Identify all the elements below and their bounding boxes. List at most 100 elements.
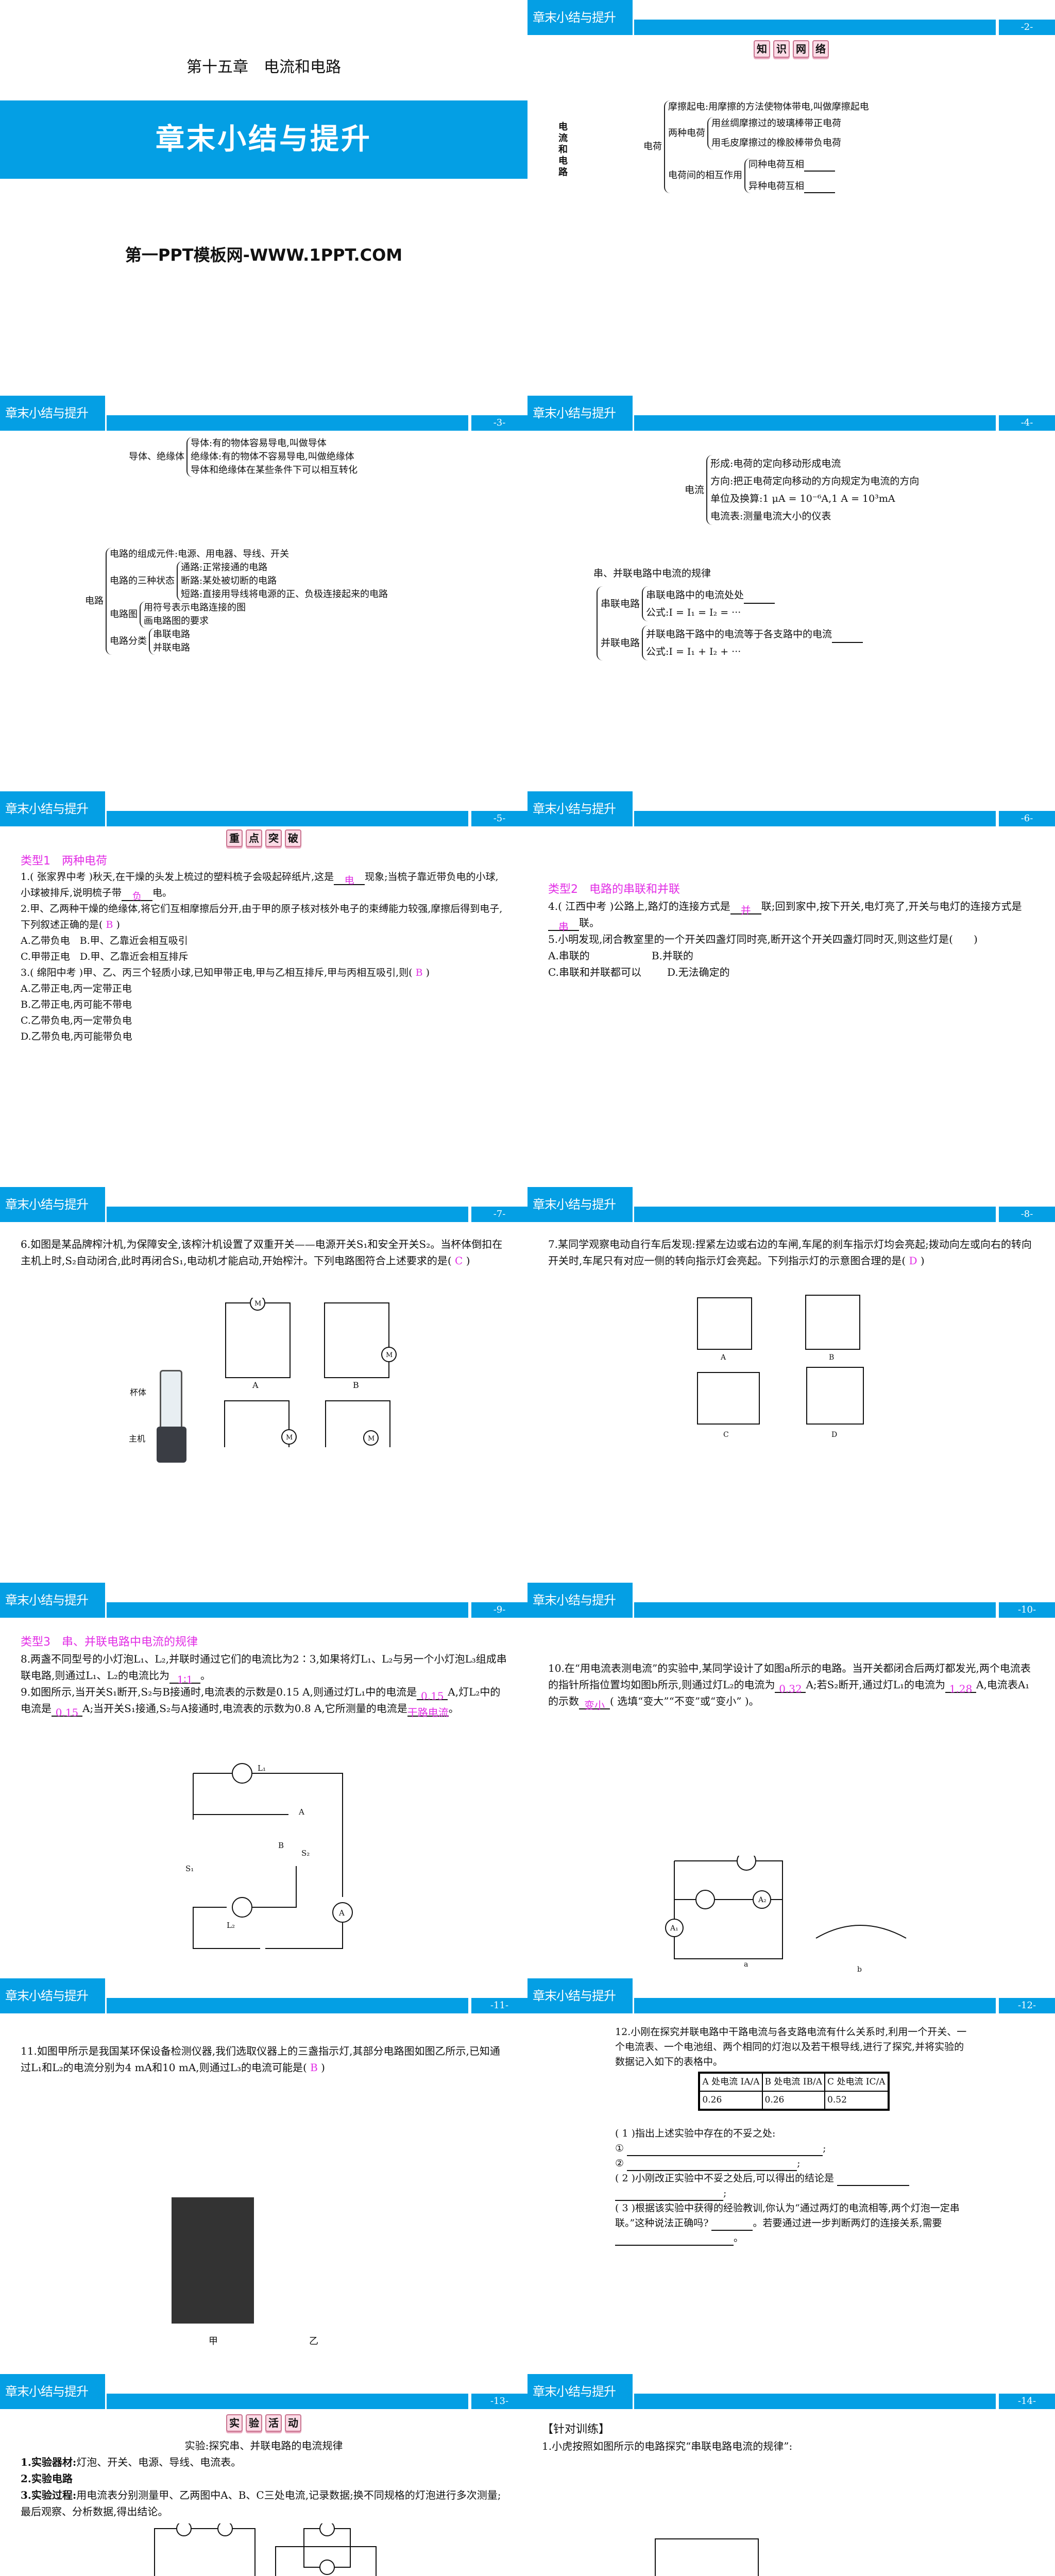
- option[interactable]: D.甲、乙靠近会相互排斥: [79, 951, 189, 962]
- tree-item: 通路:正常接通的电路: [181, 562, 268, 573]
- answer-blank[interactable]: 电: [334, 873, 365, 886]
- option[interactable]: C.串联和并联都可以: [548, 966, 641, 978]
- answer-blank[interactable]: 负: [122, 889, 153, 902]
- slide-4-current-tree[interactable]: 章末小结与提升 -4- 电流 形成:电荷的定向移动形成电流 方向:把正电荷定向移…: [528, 396, 1055, 791]
- question-text: A,电流表A₁的示数: [548, 1679, 1030, 1707]
- answer-blank[interactable]: [804, 181, 835, 193]
- answer-blank[interactable]: [627, 2144, 823, 2156]
- option[interactable]: A.乙带负电: [21, 935, 70, 946]
- slide-10-ammeter[interactable]: 章末小结与提升 -10- 10.在“用电流表测电流”的实验中,某同学设计了如图a…: [528, 1583, 1055, 1978]
- category-heading: 类型3 串、并联电路中电流的规律: [21, 1636, 198, 1649]
- page-number: -2-: [999, 20, 1055, 35]
- option[interactable]: B.乙带正电,丙可能不带电: [21, 999, 132, 1010]
- badge-char: 知: [754, 40, 770, 58]
- header-title: 章末小结与提升: [0, 1583, 105, 1618]
- tree-item: 画电路图的要求: [144, 616, 209, 626]
- answer-blank[interactable]: [615, 2233, 734, 2246]
- table-cell: 0.52: [824, 2091, 889, 2110]
- question-text: 12.小刚在探究并联电路中干路电流与各支路电流有什么关系时,利用一个开关、一个电…: [615, 2026, 967, 2067]
- header-bar: [634, 2394, 996, 2409]
- question-text: 现象;当梳子靠近带负电的小球,小球被排斥,说明梳子带: [21, 871, 499, 899]
- figure-label: 甲: [209, 2336, 218, 2347]
- page-number: -11-: [471, 1998, 528, 2013]
- answer-blank[interactable]: [804, 159, 835, 172]
- question-block: 【针对训练】 1.小虎按照如图所示的电路探究“串联电路电流的规律”:: [542, 2421, 1034, 2454]
- question-block: 7.某同学观察电动自行车后发现:捏紧左边或右边的车闸,车尾的刹车指示灯均会亮起;…: [548, 1238, 1032, 1267]
- option[interactable]: D.乙带负电,丙可能带负电: [21, 1031, 132, 1042]
- svg-text:A: A: [720, 1353, 726, 1362]
- slide-3-circuit-tree[interactable]: 章末小结与提升 -3- 导体、绝缘体 导体:有的物体容易导电,叫做导体 绝缘体:…: [0, 396, 528, 791]
- table-header: A 处电流 IA/A: [699, 2072, 763, 2092]
- svg-text:M: M: [368, 1435, 375, 1443]
- slide-13-experiment[interactable]: 章末小结与提升 -13- 实 验 活 动 实验:探究串、并联电路的电流规律 1.…: [0, 2374, 528, 2576]
- answer: C: [455, 1255, 463, 1267]
- slide-12-parallel-experiment[interactable]: 章末小结与提升 -12- 12.小刚在探究并联电路中干路电流与各支路电流有什么关…: [528, 1978, 1055, 2374]
- answer-blank[interactable]: 0.32: [775, 1681, 806, 1695]
- badge-char: 点: [246, 829, 262, 847]
- punctuation: 。: [734, 2232, 744, 2244]
- page-number: -9-: [471, 1602, 528, 1618]
- question-block: 6.如图是某品牌榨汁机,为保障安全,该榨汁机设置了双重开关——电源开关S₁和安全…: [21, 1238, 503, 1267]
- option[interactable]: D.无法确定的: [667, 966, 730, 978]
- slide-9-current-rules[interactable]: 章末小结与提升 -9- 类型3 串、并联电路中电流的规律 8.两盏不同型号的小灯…: [0, 1583, 528, 1978]
- slide-5-key-points[interactable]: 章末小结与提升 -5- 重 点 突 破 类型1 两种电荷 1.( 张家界中考 )…: [0, 791, 528, 1187]
- tree-root: 电路: [85, 596, 104, 606]
- question-text: ( 2 )小刚改正实验中不妥之处后,可以得出的结论是: [615, 2173, 835, 2184]
- figure-label: 乙: [309, 2336, 318, 2347]
- tree-root: 电流: [685, 484, 705, 496]
- question-text: 8.两盏不同型号的小灯泡L₁、L₂,并联时通过它们的电流比为2∶3,如果将灯L₁…: [21, 1653, 507, 1682]
- answer-blank[interactable]: 1.28: [945, 1681, 977, 1695]
- answer-blank[interactable]: 变小: [579, 1697, 610, 1711]
- answer-blank[interactable]: 0.15: [52, 1704, 82, 1719]
- badge-char: 动: [285, 2414, 301, 2432]
- question-text: 9.如图所示,当开关S₁断开,S₂与B接通时,电流表的示数是0.15 A,则通过…: [21, 1686, 417, 1698]
- tree-item: 公式:I = I₁ = I₂ = ···: [646, 607, 741, 618]
- answer-blank[interactable]: [837, 2174, 910, 2186]
- answer-blank[interactable]: [832, 631, 863, 643]
- slide-14-training[interactable]: 章末小结与提升 -14- 【针对训练】 1.小虎按照如图所示的电路探究“串联电路…: [528, 2374, 1055, 2576]
- svg-text:D: D: [831, 1431, 837, 1439]
- page-number: -5-: [471, 811, 528, 826]
- option[interactable]: B.并联的: [651, 950, 693, 962]
- option[interactable]: B.甲、乙靠近会相互吸引: [79, 935, 188, 946]
- option[interactable]: C.甲带正电: [21, 951, 70, 962]
- answer-blank[interactable]: [744, 591, 775, 604]
- current-tree: 电流 形成:电荷的定向移动形成电流 方向:把正电荷定向移动的方向规定为电流的方向…: [685, 455, 919, 525]
- instrument-photo: [172, 2197, 254, 2324]
- answer-blank[interactable]: 串: [548, 919, 579, 933]
- slide-6-series-parallel[interactable]: 章末小结与提升 -6- 类型2 电路的串联和并联 4.( 江西中考 )公路上,路…: [528, 791, 1055, 1187]
- answer-blank[interactable]: [615, 2189, 723, 2201]
- slide-7-juicer[interactable]: 章末小结与提升 -7- 6.如图是某品牌榨汁机,为保障安全,该榨汁机设置了双重开…: [0, 1187, 528, 1583]
- tree-item: 电路的三种状态: [110, 575, 175, 586]
- section-badge: 知 识 网 络: [528, 40, 1055, 58]
- slide-2-knowledge-network[interactable]: 章末小结与提升 -2- 知 识 网 络 电流和电路 电荷 摩擦起电:用摩擦的方法…: [528, 0, 1055, 396]
- option-label: A: [252, 1380, 259, 1390]
- option[interactable]: A.乙带正电,丙一定带正电: [21, 983, 132, 994]
- section-badge: 重 点 突 破: [0, 829, 528, 847]
- answer-blank[interactable]: [711, 2218, 753, 2231]
- answer-blank[interactable]: 干路电流: [407, 1704, 449, 1719]
- charge-tree: 电荷 摩擦起电:用摩擦的方法使物体带电,叫做摩擦起电 两种电荷 用丝绸摩擦过的玻…: [643, 100, 869, 193]
- answer-blank[interactable]: 0.15: [417, 1688, 448, 1702]
- question-text: 电。: [152, 887, 173, 899]
- badge-char: 破: [285, 829, 301, 847]
- answer-blank[interactable]: [627, 2159, 797, 2171]
- question-text: A;若S₂断开,通过灯L₁的电流为: [806, 1679, 946, 1691]
- tree-item: 两种电荷: [668, 128, 705, 139]
- header-title: 章末小结与提升: [0, 1978, 105, 2013]
- slide-8-bike-lights[interactable]: 章末小结与提升 -8- 7.某同学观察电动自行车后发现:捏紧左边或右边的车闸,车…: [528, 1187, 1055, 1583]
- section-badge: 实 验 活 动: [0, 2414, 528, 2432]
- table-cell: 0.26: [761, 2091, 826, 2110]
- slide-11-indicator-lights[interactable]: 章末小结与提升 -11- 11.如图甲所示是我国某环保设备检测仪器,我们选取仪器…: [0, 1978, 528, 2374]
- answer-blank[interactable]: 1∶1: [169, 1671, 200, 1686]
- tree-item: 电路图: [110, 609, 138, 620]
- page-number: -12-: [999, 1998, 1055, 2013]
- option[interactable]: A.串联的: [548, 950, 590, 962]
- tree-item: 方向:把正电荷定向移动的方向规定为电流的方向: [710, 476, 920, 487]
- slide-1-title[interactable]: 第十五章 电流和电路 章末小结与提升 第一PPT模板网-WWW.1PPT.COM: [0, 0, 528, 396]
- option[interactable]: C.乙带负电,丙一定带负电: [21, 1015, 132, 1026]
- svg-text:M: M: [286, 1434, 293, 1442]
- answer-blank[interactable]: 并: [730, 902, 761, 917]
- question-text: ( 1 )指出上述实验中存在的不妥之处:: [615, 2128, 776, 2139]
